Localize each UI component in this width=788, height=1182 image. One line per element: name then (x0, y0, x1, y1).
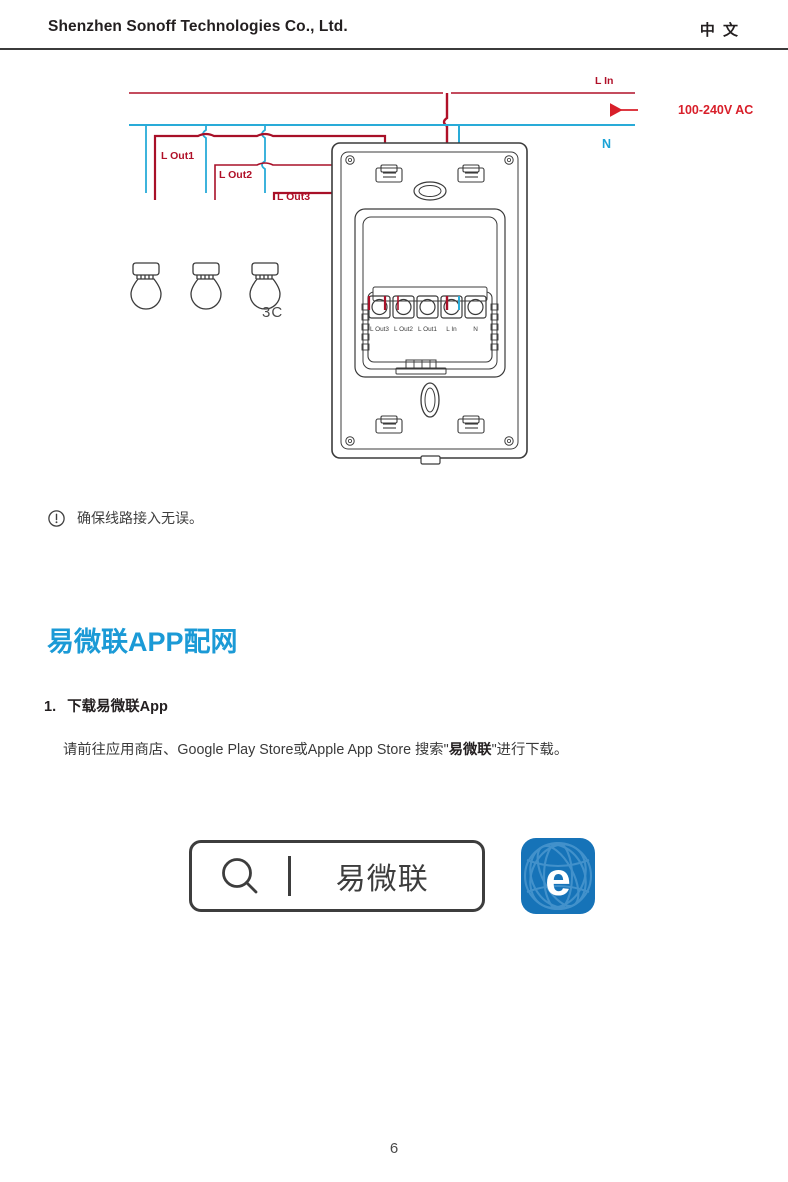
step-body-suffix: "进行下载。 (491, 742, 569, 758)
app-search-illustration: 易微联 (189, 840, 485, 912)
exclamation-circle-icon (48, 509, 65, 527)
app-icon-glyph: e (545, 853, 571, 905)
l-out2-wire (214, 162, 399, 310)
step-body-keyword: 易微联 (448, 742, 492, 758)
language-label: 中 文 (699, 22, 740, 39)
section-heading: 易微联APP配网 (47, 627, 238, 657)
ewelink-app-icon: e (521, 838, 595, 914)
label-l-out2: L Out2 (219, 169, 253, 181)
label-l-out1: L Out1 (161, 150, 195, 162)
label-supply-voltage: 100-240V AC (678, 103, 754, 117)
step-1-title: 1. 下载易微联App (44, 695, 168, 716)
search-query-text: 易微联 (335, 863, 429, 896)
step-1-body: 请前往应用商店、Google Play Store或Apple App Stor… (63, 738, 568, 759)
l-out1-wire (153, 132, 387, 310)
live-supply-line (129, 92, 635, 94)
search-icon (192, 854, 288, 898)
warning-note-text: 确保线路接入无误。 (77, 510, 203, 526)
terminal-label-l-out2: L Out2 (394, 326, 413, 333)
company-name: Shenzhen Sonoff Technologies Co., Ltd. (48, 18, 348, 35)
label-neutral: N (602, 137, 612, 151)
terminal-label-l-out1: L Out1 (418, 326, 437, 333)
neutral-branch-3 (261, 125, 266, 193)
step-body-prefix: 请前往应用商店、Google Play Store或Apple App Stor… (63, 742, 449, 758)
step-title-text: 下载易微联App (67, 699, 168, 715)
wiring-diagram: L Out3 L Out2 L Out1 L In N L In 100-240… (0, 60, 788, 480)
label-l-out3: L Out3 (277, 191, 311, 203)
terminal-label-l-out3: L Out3 (370, 326, 389, 333)
terminal-label-l-in: L In (446, 326, 457, 333)
label-l-in: L In (595, 75, 614, 87)
step-number: 1. (44, 699, 57, 715)
warning-note: 确保线路接入无误。 (48, 508, 203, 528)
page-number: 6 (389, 1140, 399, 1157)
switch-faceplate (331, 142, 528, 465)
header-divider (0, 48, 788, 50)
terminal-label-n: N (473, 326, 478, 333)
search-divider (288, 856, 291, 896)
page-header: Shenzhen Sonoff Technologies Co., Ltd. 中… (0, 0, 788, 50)
bulb-2 (190, 262, 222, 310)
bulb-1 (130, 262, 162, 310)
label-model-3c: 3C (262, 304, 284, 321)
bulb-3 (249, 262, 281, 310)
